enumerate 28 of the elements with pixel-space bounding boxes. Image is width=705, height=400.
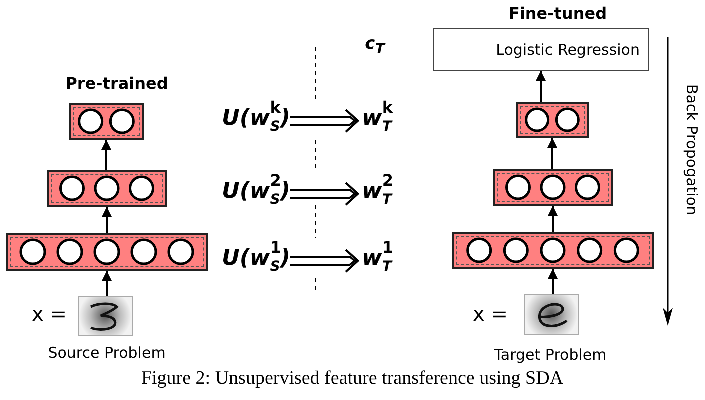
double-arrow <box>289 182 360 206</box>
direction-caption: Back Propogation <box>683 83 701 218</box>
stack-caption: Target Problem <box>493 346 608 364</box>
arrow <box>102 271 112 296</box>
stack-caption: Source Problem <box>47 344 167 362</box>
neuron-layer <box>452 232 654 269</box>
digit-image <box>78 296 133 336</box>
arrow <box>102 207 112 233</box>
arrow <box>536 71 546 102</box>
digit-image <box>524 294 579 335</box>
arrow <box>102 140 112 170</box>
input-label: x = <box>32 302 67 326</box>
double-arrow <box>289 248 360 274</box>
arrow <box>548 269 558 294</box>
stack-heading: Fine-tuned <box>508 4 608 23</box>
neuron-layer <box>47 170 167 207</box>
classifier-box: Logistic Regression <box>433 28 649 71</box>
stack-heading: Pre-trained <box>64 74 170 93</box>
classifier-symbol: c$_{T}$ <box>364 34 387 58</box>
input-label: x = <box>473 302 508 326</box>
neuron-layer <box>516 102 589 138</box>
neuron-layer <box>69 103 144 140</box>
neuron-layer <box>493 169 613 206</box>
neuron-layer <box>6 233 208 271</box>
figure-caption: Figure 2: Unsupervised feature transference using SDA <box>140 368 565 390</box>
arrow <box>548 206 558 232</box>
arrow <box>548 138 558 169</box>
double-arrow <box>289 108 360 134</box>
